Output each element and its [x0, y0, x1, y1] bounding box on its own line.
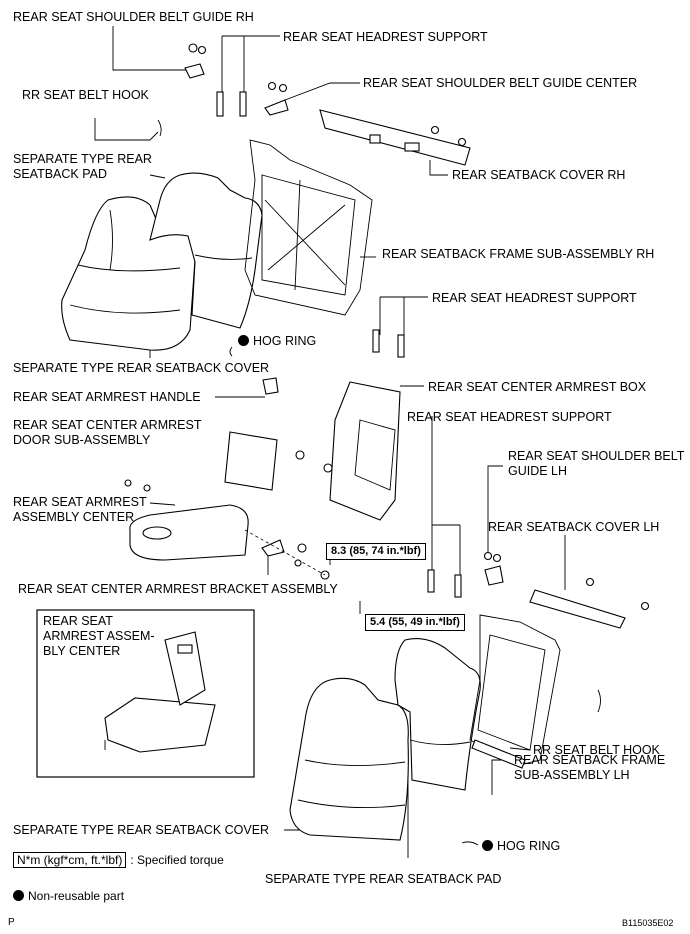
- label-headrest-support-3: REAR SEAT HEADREST SUPPORT: [407, 410, 612, 424]
- seatback-pad-rh-drawing: [149, 172, 263, 329]
- seatback-frame-rh-drawing: [244, 139, 373, 316]
- legend-nonreusable-text: Non-reusable part: [28, 889, 125, 903]
- armrest-assembly-drawing: [124, 479, 330, 580]
- label-seatback-cover-lh: REAR SEATBACK COVER LH: [488, 520, 660, 534]
- torque-box-2: 5.4 (55, 49 in.*lbf): [365, 614, 465, 631]
- figure-code: B115035E02: [622, 918, 674, 928]
- legend-torque-unit: N*m (kgf*cm, ft.*lbf): [13, 852, 127, 868]
- label-shoulder-guide-lh: REAR SEAT SHOULDER BELT GUIDE LH: [508, 449, 685, 478]
- label-seatback-pad-2: SEPARATE TYPE REAR SEATBACK PAD: [265, 872, 502, 886]
- label-armrest-handle: REAR SEAT ARMREST HANDLE: [13, 390, 201, 404]
- label-seatback-cover-1: SEPARATE TYPE REAR SEATBACK COVER: [13, 361, 270, 375]
- hog-ring-1-text: HOG RING: [253, 334, 317, 348]
- small-parts-lh: [427, 551, 650, 629]
- label-armrest-bracket: REAR SEAT CENTER ARMREST BRACKET ASSEMBL…: [18, 582, 338, 596]
- label-seatback-cover-2: SEPARATE TYPE REAR SEATBACK COVER: [13, 823, 270, 837]
- label-shoulder-guide-rh: REAR SEAT SHOULDER BELT GUIDE RH: [13, 10, 254, 24]
- label-seatback-frame-rh: REAR SEATBACK FRAME SUB-ASSEMBLY RH: [382, 247, 655, 261]
- label-hog-ring-1: HOG RING: [238, 334, 316, 349]
- non-reusable-dot-icon: [482, 840, 493, 851]
- label-rr-seat-belt-hook-1: RR SEAT BELT HOOK: [22, 88, 149, 102]
- hog-ring-2-text: HOG RING: [497, 839, 561, 853]
- label-headrest-support-2: REAR SEAT HEADREST SUPPORT: [432, 291, 637, 305]
- armrest-box-drawing: [224, 377, 401, 521]
- label-seatback-frame-lh: REAR SEATBACK FRAME SUB-ASSEMBLY LH: [514, 753, 666, 782]
- legend-torque-desc: : Specified torque: [130, 853, 224, 867]
- label-armrest-box: REAR SEAT CENTER ARMREST BOX: [428, 380, 647, 394]
- label-shoulder-guide-center: REAR SEAT SHOULDER BELT GUIDE CENTER: [363, 76, 638, 90]
- label-seatback-pad-1: SEPARATE TYPE REAR SEATBACK PAD: [13, 152, 152, 181]
- non-reusable-dot-icon: [13, 890, 24, 901]
- label-headrest-support-1: REAR SEAT HEADREST SUPPORT: [283, 30, 488, 44]
- legend-torque: N*m (kgf*cm, ft.*lbf): Specified torque: [13, 852, 224, 868]
- seatback-cover-rh-rail: [319, 109, 471, 166]
- non-reusable-dot-icon: [238, 335, 249, 346]
- label-inset-armrest-assembly: REAR SEAT ARMREST ASSEM-BLY CENTER: [43, 614, 155, 658]
- label-seatback-cover-rh: REAR SEATBACK COVER RH: [452, 168, 626, 182]
- seatback-cover-lh-drawing: [289, 677, 409, 841]
- label-armrest-door: REAR SEAT CENTER ARMREST DOOR SUB-ASSEMB…: [13, 418, 202, 447]
- small-parts-top: [157, 43, 467, 358]
- label-hog-ring-2: HOG RING: [482, 839, 560, 854]
- seatback-frame-lh-drawing: [461, 614, 601, 846]
- seatback-pad-lh-drawing: [394, 638, 481, 791]
- label-armrest-assembly-center: REAR SEAT ARMREST ASSEMBLY CENTER: [13, 495, 147, 524]
- torque-box-1: 8.3 (85, 74 in.*lbf): [326, 543, 426, 560]
- inset-frame: [36, 609, 255, 778]
- label-rr-seat-belt-hook-2: RR SEAT BELT HOOK: [533, 743, 660, 757]
- legend-nonreusable: Non-reusable part: [13, 889, 124, 904]
- footer-page-letter: P: [8, 917, 15, 928]
